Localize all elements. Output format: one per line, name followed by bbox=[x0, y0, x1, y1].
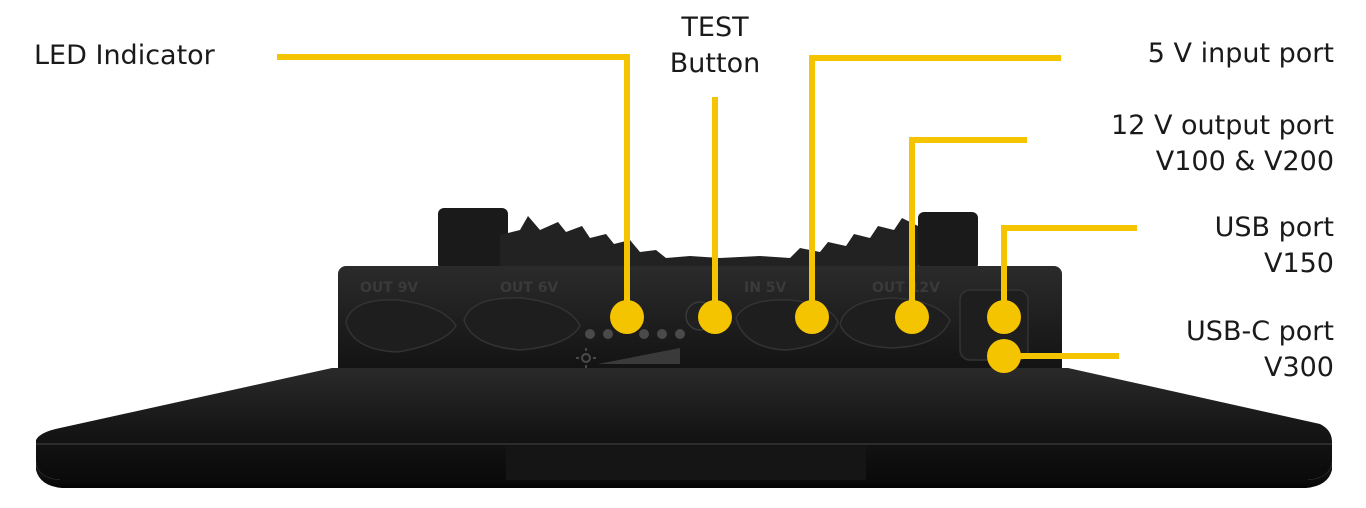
callout-label-output12v: 12 V output port V100 & V200 bbox=[1111, 108, 1334, 180]
callout-label-usb-line2: V150 bbox=[1263, 248, 1334, 279]
callout-dots bbox=[610, 300, 1021, 373]
panel-base bbox=[36, 368, 1332, 480]
callout-dot-led bbox=[610, 300, 644, 334]
callout-label-usbc-line1: USB-C port bbox=[1186, 316, 1334, 347]
callout-dot-usb bbox=[987, 300, 1021, 334]
callout-dot-test bbox=[698, 300, 732, 334]
callout-label-input5v-line1: 5 V input port bbox=[1147, 38, 1334, 69]
callout-label-input5v: 5 V input port bbox=[1148, 36, 1334, 72]
port-label-out9v: OUT 9V bbox=[360, 280, 418, 296]
callout-label-test-line2: Button bbox=[669, 48, 761, 79]
callout-label-usbc-line2: V300 bbox=[1263, 352, 1334, 383]
callout-line-led bbox=[277, 54, 630, 303]
sun-icon bbox=[576, 348, 596, 368]
port-label-out6v: OUT 6V bbox=[500, 280, 558, 296]
callout-line-input5v bbox=[809, 55, 1061, 303]
callout-label-output12v-line2: V100 & V200 bbox=[1155, 146, 1334, 177]
port-label-out12v: OUT 12V bbox=[872, 280, 940, 296]
callout-label-led: LED Indicator bbox=[34, 38, 215, 74]
cooling-fins bbox=[438, 208, 978, 270]
callout-line-output12v bbox=[909, 137, 1027, 303]
callout-label-test: TEST Button bbox=[640, 10, 790, 82]
callout-line-usb bbox=[1001, 225, 1137, 303]
callout-lines bbox=[277, 54, 1137, 359]
callout-label-output12v-line1: 12 V output port bbox=[1111, 110, 1334, 141]
port-label-in5v: IN 5V bbox=[744, 280, 787, 296]
callout-label-usbc: USB-C port V300 bbox=[1186, 314, 1334, 386]
callout-label-usb: USB port V150 bbox=[1215, 210, 1334, 282]
callout-dot-usbc bbox=[987, 339, 1021, 373]
callout-dot-input5v bbox=[795, 300, 829, 334]
callout-label-led-line1: LED Indicator bbox=[34, 40, 215, 71]
callout-label-usb-line1: USB port bbox=[1214, 212, 1334, 243]
callout-label-test-line1: TEST bbox=[681, 12, 749, 43]
callout-dot-output12v bbox=[895, 300, 929, 334]
led-row bbox=[585, 329, 685, 364]
